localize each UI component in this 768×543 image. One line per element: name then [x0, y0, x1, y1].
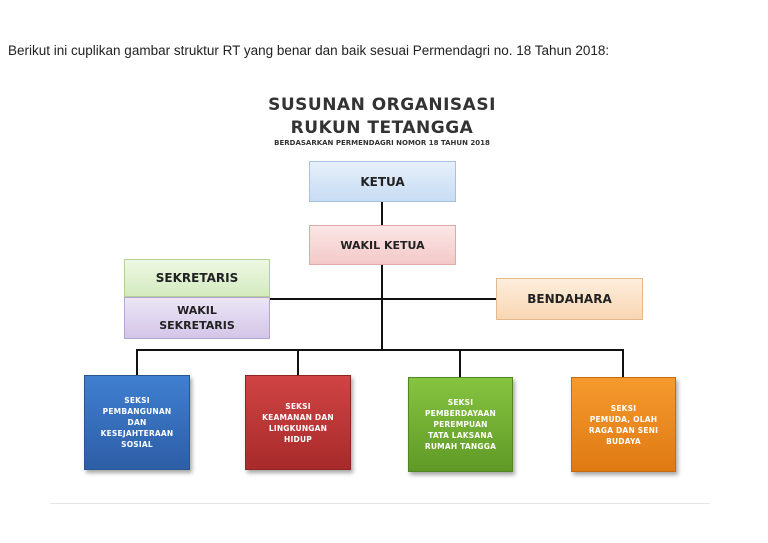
node-sekretaris-label: SEKRETARIS: [155, 271, 239, 285]
node-bendahara: BENDAHARA: [496, 278, 643, 320]
node-ketua-label: KETUA: [360, 174, 405, 189]
connector-ketua-wakil: [381, 202, 383, 225]
node-ketua: KETUA: [309, 161, 456, 202]
node-wakil-ketua: WAKIL KETUA: [309, 225, 456, 265]
intro-text: Berikut ini cuplikan gambar struktur RT …: [8, 43, 610, 58]
node-wakil-ketua-label: WAKIL KETUA: [340, 238, 425, 252]
connector-seksi-1: [136, 349, 138, 375]
page-divider: [50, 503, 710, 504]
node-seksi-pembangunan: SEKSI PEMBANGUNAN DAN KESEJAHTERAAN SOSI…: [84, 375, 190, 470]
connector-seksi-2: [297, 349, 299, 375]
chart-title-line2: RUKUN TETANGGA: [290, 118, 474, 138]
node-seksi-keamanan-label: SEKSI KEAMANAN DAN LINGKUNGAN HIDUP: [262, 401, 334, 444]
node-sekretaris: SEKRETARIS: [124, 259, 270, 297]
node-wakil-sekretaris: WAKIL SEKRETARIS: [124, 297, 270, 339]
node-seksi-pembangunan-label: SEKSI PEMBANGUNAN DAN KESEJAHTERAAN SOSI…: [100, 396, 174, 449]
node-seksi-pemberdayaan-label: SEKSI PEMBERDAYAAN PEREMPUAN TATA LAKSAN…: [424, 398, 497, 451]
connector-seksi-horizontal: [136, 349, 624, 351]
node-wakil-sekretaris-label: WAKIL SEKRETARIS: [159, 304, 235, 332]
node-seksi-keamanan: SEKSI KEAMANAN DAN LINGKUNGAN HIDUP: [245, 375, 351, 470]
connector-main-vertical: [381, 265, 383, 350]
node-seksi-pemberdayaan: SEKSI PEMBERDAYAAN PEREMPUAN TATA LAKSAN…: [408, 377, 513, 472]
chart-subtitle: BERDASARKAN PERMENDAGRI NOMOR 18 TAHUN 2…: [274, 139, 490, 147]
connector-seksi-3: [459, 349, 461, 377]
node-seksi-pemuda: SEKSI PEMUDA, OLAH RAGA DAN SENI BUDAYA: [571, 377, 676, 472]
connector-sekretaris-bendahara: [270, 298, 496, 300]
connector-seksi-4: [622, 349, 624, 377]
node-seksi-pemuda-label: SEKSI PEMUDA, OLAH RAGA DAN SENI BUDAYA: [588, 403, 659, 446]
chart-title-line1: SUSUNAN ORGANISASI: [268, 95, 496, 115]
node-bendahara-label: BENDAHARA: [527, 292, 612, 306]
